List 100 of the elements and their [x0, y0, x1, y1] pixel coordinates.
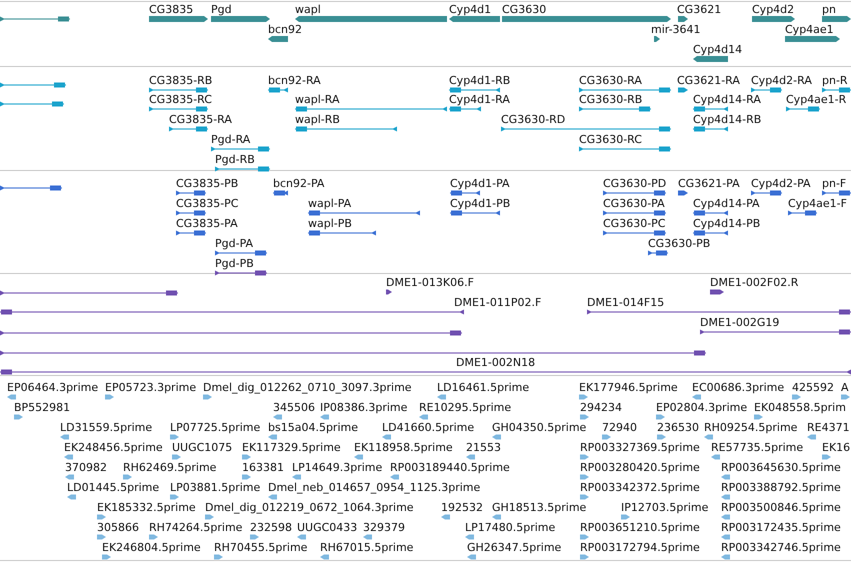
feature-label: RE4371 [807, 421, 850, 434]
feature-label: Dmel_dig_012262_0710_3097.3prime [203, 381, 412, 394]
feature-label: CG3630-RB [579, 93, 642, 106]
feature-label: RP003500846.5prime [721, 501, 841, 514]
feature-label: CG3835-RB [149, 74, 212, 87]
feature-label: CG3835-RC [149, 93, 212, 106]
feature-label: EK16 [822, 441, 850, 454]
feature-label: 236530 [657, 421, 699, 434]
feature-label: 305866 [97, 521, 139, 534]
feature-label: Cyp4d14-RA [693, 93, 761, 106]
feature-label: pn-F [822, 177, 846, 190]
feature-label: 425592 [792, 381, 834, 394]
feature-label: CG3621 [677, 3, 722, 16]
feature-label: RP003342372.5prime [580, 481, 700, 494]
feature-label: CG3630-RA [579, 74, 642, 87]
feature-label: RP003172435.5prime [721, 521, 841, 534]
feature-label: EK246804.5prime [102, 541, 201, 554]
feature-label: Dmel_neb_014657_0954_1125.3prime [268, 481, 480, 494]
feature-label: LD41660.5prime [382, 421, 474, 434]
feature-label: UUGC0433 [297, 521, 358, 534]
feature-label: EP05723.3prime [105, 381, 196, 394]
feature-label: EK248456.5prime [64, 441, 163, 454]
feature-label: Dmel_dig_012219_0672_1064.3prime [205, 501, 414, 514]
feature-label: EK177946.5prime [579, 381, 678, 394]
feature-label: RP003172794.5prime [580, 541, 700, 554]
feature-label: 192532 [441, 501, 483, 514]
feature-label: CG3835-PB [176, 177, 238, 190]
feature-label: RP003645630.5prime [721, 461, 841, 474]
feature-label: LP03881.5prime [170, 481, 260, 494]
feature-label: CG3630-PA [603, 197, 665, 210]
feature-label: Cyp4d14-PB [693, 217, 760, 230]
feature-label: 294234 [580, 401, 622, 414]
feature-label: UUGC1075 [172, 441, 232, 454]
feature-label: DME1-013K06.F [386, 276, 474, 289]
feature-label: LP14649.3prime [292, 461, 382, 474]
feature-label: IP08386.3prime [320, 401, 408, 414]
feature-label: Cyp4d1-PA [450, 177, 510, 190]
feature-label: CG3835-PC [176, 197, 238, 210]
feature-label: CG3621-PA [678, 177, 740, 190]
feature-label: Cyp4d14-RB [693, 113, 762, 126]
feature-label: Pgd-PA [215, 237, 254, 250]
feature-label: wapl-PA [308, 197, 352, 210]
feature-label: RH09254.5prime [704, 421, 798, 434]
feature-label: Cyp4d2-RA [751, 74, 812, 87]
feature-label: LD31559.5prime [60, 421, 152, 434]
feature-label: CG3630-PD [603, 177, 666, 190]
feature-label: GH26347.5prime [467, 541, 562, 554]
feature-label: Pgd-RA [211, 133, 250, 146]
feature-label: mir-3641 [651, 23, 701, 36]
feature-label: Cyp4d2 [752, 3, 794, 16]
feature-label: 329379 [363, 521, 405, 534]
feature-label: CG3621-RA [677, 74, 740, 87]
feature-label: EK048558.5prim [754, 401, 846, 414]
feature-label: Cyp4ae1 [785, 23, 834, 36]
feature-label: Cyp4d1-RB [449, 74, 510, 87]
feature-label: 370982 [65, 461, 107, 474]
feature-label: CG3630-PB [648, 237, 710, 250]
feature-label: CG3630-RC [579, 133, 642, 146]
feature-label: RP003651210.5prime [580, 521, 700, 534]
feature-label: A [841, 381, 849, 394]
feature-label: GH18513.5prime [492, 501, 586, 514]
feature-label: DME1-002N18 [456, 356, 536, 369]
feature-label: Cyp4d2-PA [751, 177, 811, 190]
feature-label: IP12703.5prime [621, 501, 708, 514]
feature-label: RE10295.5prime [419, 401, 512, 414]
feature-label: 21553 [466, 441, 501, 454]
feature-label: DME1-011P02.F [454, 296, 542, 309]
feature-label: RP003342746.5prime [721, 541, 841, 554]
feature-label: EK185332.5prime [97, 501, 196, 514]
feature-label: LP17480.5prime [465, 521, 556, 534]
feature-label: Cyp4ae1-F [788, 197, 847, 210]
feature-label: wapl-PB [308, 217, 352, 230]
feature-label: bcn92-RA [268, 74, 321, 87]
feature-label: bcn92 [268, 23, 302, 36]
feature-label: DME1-014F15 [587, 296, 664, 309]
feature-label: Pgd [211, 3, 232, 16]
feature-label: CG3835 [149, 3, 194, 16]
feature-label: LD01445.5prime [67, 481, 160, 494]
feature-label: CG3630 [502, 3, 546, 16]
feature-label: EP02804.3prime [656, 401, 748, 414]
feature-label: bs15a04.5prime [268, 421, 358, 434]
feature-label: Cyp4d1 [449, 3, 492, 16]
feature-label: Cyp4d14-PA [693, 197, 760, 210]
feature-label: EC00686.3prime [692, 381, 784, 394]
feature-label: bcn92-PA [273, 177, 324, 190]
feature-label: Cyp4ae1-R [786, 93, 846, 106]
feature-label: CG3835-PA [176, 217, 238, 230]
feature-label: RE57735.5prime [711, 441, 804, 454]
feature-label: 72940 [602, 421, 637, 434]
feature-label: GH04350.5prime [492, 421, 586, 434]
feature-label: RP003327369.5prime [580, 441, 700, 454]
feature-label: Cyp4d14 [693, 43, 742, 56]
feature-label: DME1-002F02.R [710, 276, 798, 289]
feature-label: 163381 [242, 461, 284, 474]
feature-label: Pgd-RB [215, 153, 255, 166]
feature-label: RH74264.5prime [149, 521, 242, 534]
feature-label: RP003280420.5prime [580, 461, 700, 474]
feature-label: wapl-RB [295, 113, 340, 126]
feature-label: RH70455.5prime [214, 541, 308, 554]
feature-label: 345506 [273, 401, 315, 414]
